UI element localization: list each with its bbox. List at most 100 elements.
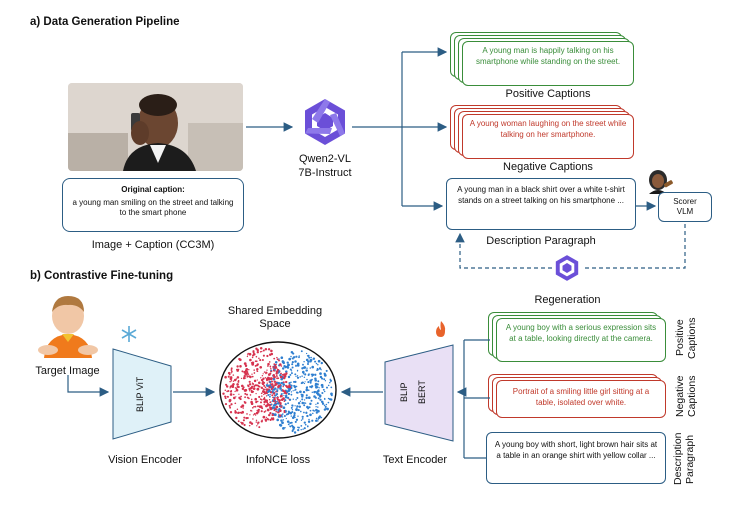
embedding-point-blue bbox=[309, 409, 312, 412]
embedding-point-blue bbox=[316, 402, 319, 405]
embedding-point-red bbox=[228, 399, 232, 403]
embedding-point-red bbox=[269, 391, 273, 394]
embedding-point-blue bbox=[286, 420, 290, 423]
embedding-point-blue bbox=[310, 385, 314, 388]
embedding-point-blue bbox=[273, 406, 276, 409]
embedding-point-blue bbox=[291, 409, 294, 411]
embedding-point-red bbox=[254, 405, 257, 408]
embedding-point-blue bbox=[305, 388, 309, 392]
embedding-point-red bbox=[238, 368, 240, 371]
embedding-point-blue bbox=[305, 396, 308, 400]
embedding-point-red bbox=[270, 368, 272, 370]
embedding-point-blue bbox=[292, 425, 295, 429]
embedding-point-blue bbox=[303, 404, 306, 407]
embedding-point-red bbox=[249, 358, 252, 362]
embedding-point-red bbox=[239, 365, 242, 368]
embedding-point-red bbox=[249, 414, 251, 416]
embedding-point-red bbox=[230, 367, 233, 370]
embedding-point-blue bbox=[279, 404, 281, 407]
embedding-point-red bbox=[268, 413, 271, 417]
embedding-point-blue bbox=[316, 383, 318, 385]
embedding-point-blue bbox=[309, 367, 312, 369]
embedding-point-blue bbox=[311, 365, 315, 369]
embedding-point-red bbox=[283, 410, 286, 414]
embedding-point-red bbox=[252, 418, 254, 420]
embedding-point-blue bbox=[311, 391, 314, 394]
embedding-point-red bbox=[230, 390, 233, 392]
embedding-point-red bbox=[258, 357, 260, 360]
embedding-point-red bbox=[259, 398, 262, 400]
embedding-point-red bbox=[255, 411, 259, 415]
embedding-point-red bbox=[283, 391, 287, 395]
embedding-point-red bbox=[236, 376, 240, 379]
embedding-point-red bbox=[281, 398, 284, 401]
embedding-point-blue bbox=[285, 411, 288, 413]
embedding-point-blue bbox=[297, 415, 299, 417]
embedding-point-red bbox=[255, 355, 258, 358]
embedding-point-red bbox=[263, 393, 265, 396]
embedding-point-red bbox=[265, 416, 268, 419]
embedding-point-red bbox=[266, 365, 269, 367]
embedding-point-red bbox=[233, 378, 237, 382]
embedding-point-blue bbox=[295, 418, 299, 421]
embedding-point-blue bbox=[286, 366, 290, 369]
embedding-point-red bbox=[237, 411, 240, 414]
embedding-point-red bbox=[229, 380, 231, 383]
embedding-point-blue bbox=[310, 399, 313, 402]
boy-photo bbox=[28, 292, 108, 358]
embedding-point-red bbox=[264, 392, 267, 395]
text-encoder-block: BLIP BERT bbox=[384, 344, 454, 442]
embedding-point-red bbox=[278, 359, 280, 362]
embedding-point-red bbox=[285, 380, 288, 384]
embedding-point-blue bbox=[291, 357, 294, 360]
embedding-point-red bbox=[229, 393, 233, 396]
embedding-point-blue bbox=[294, 360, 297, 363]
embedding-point-red bbox=[256, 370, 259, 373]
embedding-point-blue bbox=[300, 350, 303, 353]
embedding-point-blue bbox=[317, 409, 320, 413]
embedding-point-blue bbox=[321, 377, 324, 380]
embedding-point-red bbox=[255, 400, 258, 403]
embedding-point-blue bbox=[323, 390, 326, 393]
embedding-point-red bbox=[283, 400, 286, 403]
embedding-point-blue bbox=[290, 351, 294, 354]
embedding-point-blue bbox=[322, 388, 325, 391]
embedding-point-red bbox=[222, 392, 225, 395]
embedding-point-red bbox=[259, 401, 263, 404]
embedding-point-red bbox=[238, 358, 242, 362]
embedding-point-blue bbox=[296, 407, 298, 410]
embedding-point-blue bbox=[281, 405, 283, 407]
embedding-point-blue bbox=[275, 393, 279, 396]
embedding-point-blue bbox=[301, 395, 304, 398]
embedding-point-red bbox=[248, 383, 252, 386]
embedding-point-red bbox=[248, 424, 251, 427]
embedding-point-red bbox=[270, 417, 273, 420]
embedding-point-red bbox=[257, 405, 259, 408]
embedding-point-red bbox=[272, 400, 275, 403]
embedding-point-blue bbox=[303, 421, 306, 424]
embedding-point-red bbox=[240, 421, 242, 424]
embedding-point-red bbox=[237, 380, 240, 383]
embedding-point-blue bbox=[290, 381, 292, 383]
embedding-point-blue bbox=[286, 361, 289, 364]
embedding-point-red bbox=[276, 356, 278, 359]
embedding-point-blue bbox=[271, 412, 274, 415]
embedding-point-blue bbox=[274, 387, 277, 390]
embedding-point-red bbox=[246, 354, 249, 356]
embedding-point-red bbox=[229, 376, 233, 379]
embedding-point-red bbox=[269, 418, 272, 421]
embedding-point-blue bbox=[295, 385, 297, 388]
embedding-point-blue bbox=[295, 355, 298, 358]
embedding-point-red bbox=[263, 400, 266, 403]
embedding-point-blue bbox=[301, 398, 304, 401]
embedding-point-blue bbox=[306, 359, 308, 361]
embedding-point-blue bbox=[276, 418, 280, 422]
embedding-point-blue bbox=[315, 362, 318, 365]
embedding-point-red bbox=[259, 365, 263, 369]
embedding-point-red bbox=[253, 405, 255, 408]
embedding-point-blue bbox=[321, 386, 324, 389]
embedding-point-red bbox=[266, 382, 268, 384]
embedding-point-blue bbox=[314, 360, 317, 363]
embedding-point-blue bbox=[307, 389, 310, 392]
embedding-point-red bbox=[232, 374, 235, 376]
